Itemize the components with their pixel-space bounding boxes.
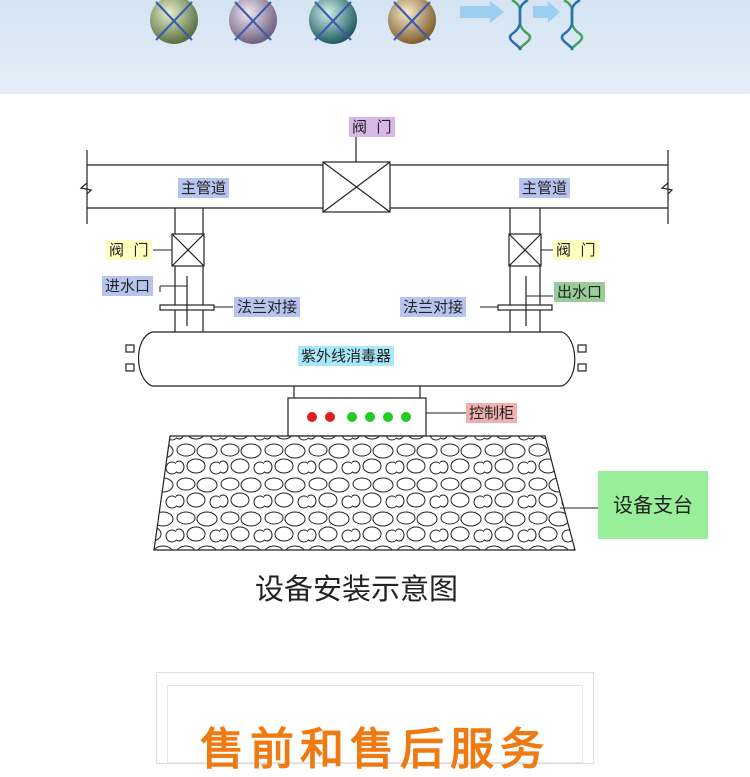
- header-banner: [0, 0, 750, 94]
- top-valve: [323, 136, 390, 212]
- main-pipe-right-label: 主管道: [519, 178, 570, 198]
- indicator-light: [383, 412, 393, 422]
- right-valve-label: 阀 门: [553, 240, 599, 260]
- diagram-caption: 设备安装示意图: [0, 566, 713, 608]
- indicator-light: [347, 412, 357, 422]
- dna-icon: [510, 0, 530, 50]
- equipment-support: [154, 436, 575, 550]
- dna-icon: [562, 0, 582, 50]
- microbe-crossed-icon: [150, 0, 198, 44]
- uv-sterilizer-label: 紫外线消毒器: [298, 346, 394, 366]
- control-cabinet-label: 控制柜: [466, 403, 517, 423]
- inlet-branch-pipe: [160, 208, 214, 332]
- arrow-right-icon: [533, 1, 560, 23]
- service-title: 售前和售后服务: [157, 713, 593, 777]
- indicator-light: [307, 412, 317, 422]
- bacteria-crossed-icon: [229, 0, 277, 44]
- service-section: 售前和售后服务: [156, 672, 594, 764]
- main-pipe-left-label: 主管道: [178, 178, 229, 198]
- control-cabinet: [288, 386, 426, 436]
- water-inlet-label: 进水口: [102, 276, 153, 296]
- left-valve-label: 阀 门: [106, 240, 152, 260]
- arrow-right-icon: [460, 1, 504, 23]
- water-outlet-label: 出水口: [554, 282, 605, 302]
- top-valve-label: 阀 门: [349, 117, 395, 137]
- indicator-light: [365, 412, 375, 422]
- indicator-light: [401, 412, 411, 422]
- banner-graphic: [0, 0, 750, 94]
- indicator-light: [325, 412, 335, 422]
- flange-left-label: 法兰对接: [234, 297, 300, 317]
- equipment-support-label: 设备支台: [598, 471, 708, 539]
- flange-right-label: 法兰对接: [400, 297, 466, 317]
- outlet-branch-pipe: [498, 208, 552, 332]
- virus-crossed-icon: [388, 0, 436, 44]
- germ-crossed-icon: [309, 0, 357, 44]
